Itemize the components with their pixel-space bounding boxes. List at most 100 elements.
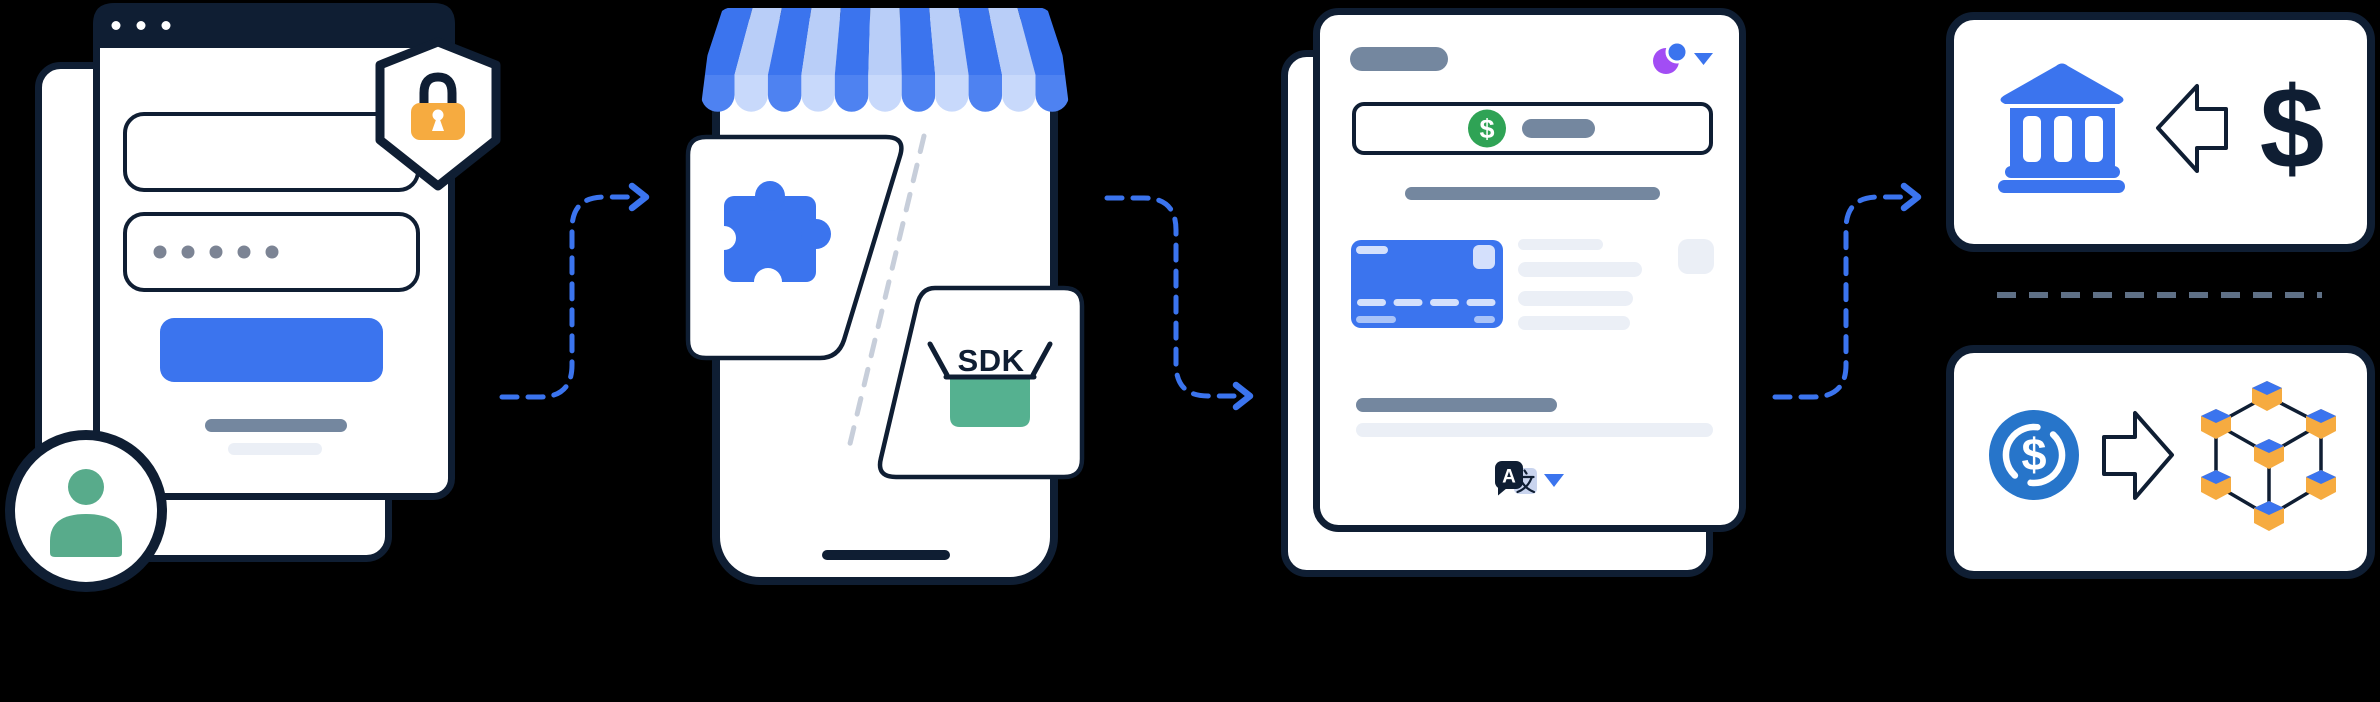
titlebar-dot	[136, 21, 146, 30]
panel-checkout: $	[1281, 8, 1746, 577]
heading-placeholder-bar	[1405, 187, 1660, 200]
awning-scallop	[935, 75, 969, 112]
dollar-sign: $	[2260, 63, 2325, 193]
chevron-down-icon	[1694, 53, 1713, 65]
usdc-settlement-card: $	[1946, 345, 2375, 579]
skeleton-bar	[1518, 262, 1642, 277]
flow-arrow-1	[499, 182, 650, 400]
lock-shackle	[419, 72, 457, 110]
card-number-dash	[1430, 299, 1459, 306]
blockchain-network-icon	[2201, 381, 2336, 531]
credit-card-body	[1351, 240, 1503, 328]
skeleton-square	[1678, 239, 1714, 274]
usdc-dollar-sign: $	[2021, 429, 2046, 480]
arrow-path	[1772, 194, 1905, 400]
awning-scallop	[834, 75, 869, 112]
dashed-divider-line	[845, 133, 927, 455]
awning-scallop	[767, 75, 802, 112]
arrow-head	[1900, 182, 1922, 212]
price-field: $	[1352, 102, 1713, 155]
awning-stripe	[958, 8, 1003, 75]
right-arrow-icon	[2102, 411, 2174, 500]
awning-scallop	[968, 75, 1003, 112]
password-dot	[181, 245, 195, 259]
usdc-arc	[2002, 423, 2041, 479]
usdc-circle	[1989, 410, 2079, 500]
card-expiry-bar	[1474, 316, 1495, 323]
credit-card-stripe	[1356, 246, 1388, 254]
sdk-label: SDK	[958, 343, 1025, 378]
translate-letter-tile	[1495, 461, 1523, 489]
flow-arrow-3	[1772, 182, 1922, 400]
puzzle-body	[724, 196, 816, 282]
awning-stripe	[834, 8, 871, 75]
awning-scallop	[734, 75, 768, 112]
bank-column-gap	[2054, 116, 2072, 162]
chevron-down-icon	[1544, 474, 1564, 487]
storefront-awning-icon	[701, 8, 1069, 112]
titlebar-dots-icon	[111, 21, 171, 30]
awning-scallop	[1035, 75, 1069, 112]
bank-base	[1998, 180, 2125, 193]
panel-sign-in	[5, 3, 501, 592]
awning-stripe	[929, 8, 969, 75]
titlebar-dot	[111, 21, 121, 30]
blockchain-node	[2254, 501, 2284, 531]
arrow-head	[628, 182, 650, 212]
arrow-head	[1232, 381, 1254, 411]
label-placeholder-bar	[1356, 398, 1557, 412]
sdk-card: SDK	[877, 285, 1085, 480]
translate-tile-tail	[1498, 487, 1507, 496]
skeleton-bar	[1518, 239, 1603, 250]
credit-card-chip	[1473, 245, 1495, 269]
blockchain-node	[2306, 409, 2336, 439]
password-dot	[265, 245, 279, 259]
blockchain-node	[2201, 470, 2231, 500]
password-dot	[153, 245, 167, 259]
awning-scallop	[868, 75, 902, 112]
awning-scallop	[701, 75, 735, 112]
puzzle-notch-bottom	[754, 268, 782, 296]
sdk-box-flap-right	[1030, 341, 1053, 378]
panel-settlement: $ $	[1946, 12, 2375, 579]
sdk-box-body	[950, 377, 1030, 427]
panel-storefront: SDK	[685, 8, 1085, 585]
arrow-path	[499, 194, 633, 400]
divider-placeholder-bar	[1356, 423, 1713, 437]
card-number-dash	[1357, 299, 1386, 306]
dollar-coin-icon	[1468, 109, 1506, 148]
plugin-puzzle-icon	[712, 181, 831, 296]
card-holder-bar	[1356, 316, 1396, 323]
flow-arrow-2	[1104, 195, 1254, 411]
credit-card-icon	[1351, 240, 1503, 328]
awning-stripe	[988, 8, 1036, 75]
bank-column-gap	[2023, 116, 2041, 162]
puzzle-tab-right	[801, 219, 831, 249]
blockchain-node	[2252, 381, 2282, 411]
awning-stripe	[767, 8, 812, 75]
card-number-dash	[1393, 299, 1423, 306]
awning-stripe	[801, 8, 841, 75]
merchant-logo-pill	[1350, 47, 1448, 71]
form-skeleton	[1518, 239, 1714, 330]
awning-stripe	[1017, 8, 1069, 75]
password-dot	[237, 245, 251, 259]
puzzle-notch-left	[712, 226, 736, 250]
skeleton-bar	[1518, 316, 1630, 330]
plugin-card	[685, 134, 904, 361]
titlebar-dot	[161, 21, 171, 30]
sign-in-button	[160, 318, 383, 382]
card-number-dash	[1466, 299, 1496, 306]
sdk-box-flap-left	[927, 341, 950, 378]
puzzle-tab-top	[755, 181, 785, 211]
awning-scallop	[1002, 75, 1036, 112]
username-field	[123, 112, 420, 192]
awning-scallop	[801, 75, 835, 112]
awning-scallop	[901, 75, 936, 112]
blockchain-node	[2306, 470, 2336, 500]
arrow-path	[1104, 195, 1237, 399]
avatar-circle	[5, 430, 167, 592]
blockchain-node	[2201, 409, 2231, 439]
language-selector-icon: A	[1495, 461, 1564, 496]
security-shield-lock-icon	[375, 37, 501, 191]
